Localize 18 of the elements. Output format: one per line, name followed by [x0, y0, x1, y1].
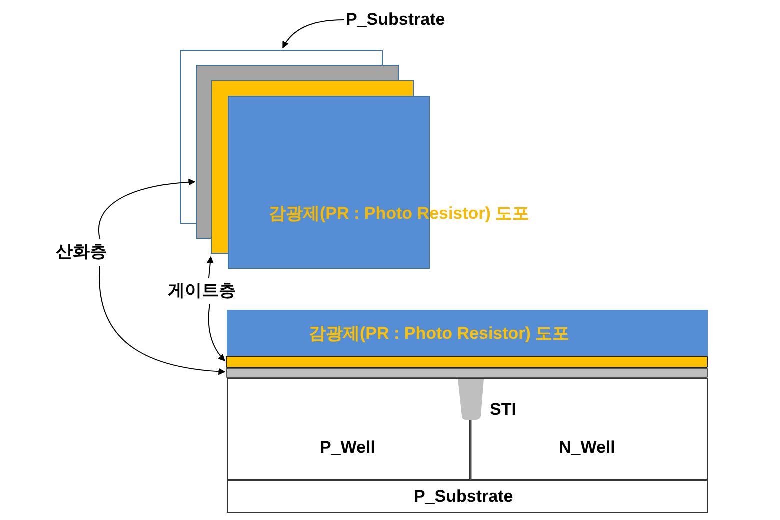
photoresist-layer — [227, 310, 708, 356]
well-region — [227, 378, 470, 480]
gate-layer — [226, 356, 708, 368]
well-region — [470, 378, 708, 480]
leader-arrow — [208, 304, 226, 362]
region-label: P_Substrate — [414, 487, 514, 507]
region-label: STI — [490, 400, 516, 420]
leader-arrow — [206, 256, 214, 278]
part-label: P_Substrate — [346, 10, 446, 30]
region-label: N_Well — [559, 438, 616, 458]
leader-arrow — [98, 178, 196, 240]
part-label: 산화층 — [56, 242, 107, 262]
substrate-region — [227, 480, 708, 513]
part-label: 게이트층 — [168, 281, 236, 301]
leader-arrow — [99, 266, 226, 376]
region-label: P_Well — [320, 438, 376, 458]
layer-label: 감광제(PR : Photo Resistor) 도포 — [309, 324, 570, 344]
leader-arrow — [282, 20, 344, 49]
